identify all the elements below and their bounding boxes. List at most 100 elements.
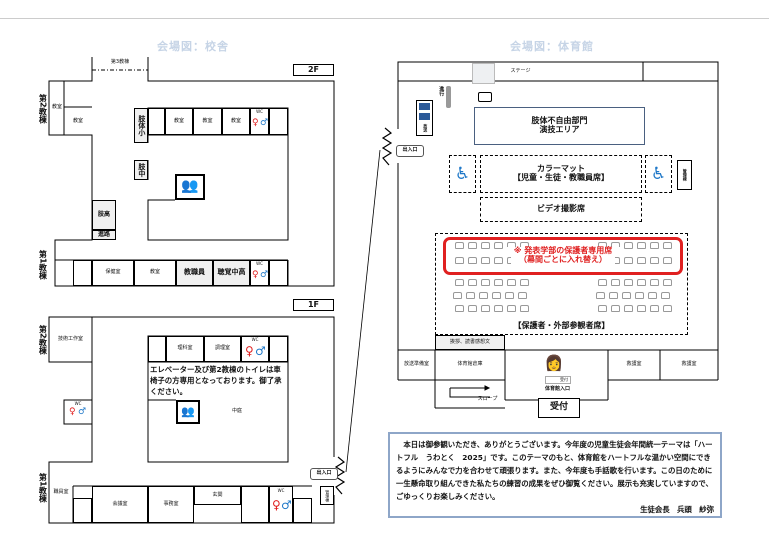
chair-icon bbox=[481, 257, 490, 264]
room-blank bbox=[241, 486, 269, 523]
message-body: 本日は御参観いただき、ありがとうございます。今年度の児童生徒会年間統一テーマは「… bbox=[396, 440, 713, 501]
chair-icon bbox=[520, 279, 529, 286]
chair-icon bbox=[468, 242, 477, 249]
room-classroom: 教室 bbox=[51, 104, 62, 111]
restroom: WC ♀♂ bbox=[269, 486, 293, 523]
laptop-icon bbox=[419, 103, 430, 110]
room-shitai-sho: 肢体小 bbox=[134, 108, 148, 143]
elevator-notice: エレベーター及び第2教棟のトイレは車椅子の方専用となっております。御了承ください… bbox=[150, 365, 282, 396]
chair-icon bbox=[494, 279, 503, 286]
chair-icon bbox=[518, 292, 527, 299]
stairs-icon bbox=[269, 336, 288, 362]
room-housou-junbi: 放送準備室 bbox=[403, 361, 429, 368]
chair-icon bbox=[637, 257, 646, 264]
stairs-icon bbox=[73, 498, 92, 523]
restroom: WC ♀♂ bbox=[250, 108, 269, 135]
room-classroom: 教室 bbox=[134, 260, 176, 286]
chair-icon bbox=[635, 292, 644, 299]
reserved-seating: ※ 発表学部の保護者専用席 （幕間ごとに入れ替え） bbox=[443, 237, 683, 275]
wc-label: WC bbox=[277, 487, 285, 493]
color-mat-line2: 【児童・生徒・教職員席】 bbox=[513, 173, 609, 182]
stairs-icon bbox=[148, 108, 165, 135]
entrance-arrow-1f: 出入口 bbox=[310, 468, 338, 480]
chair-icon bbox=[650, 257, 659, 264]
left-title: 会場図：校舎 bbox=[157, 40, 229, 53]
room-kyugo: 救護室 bbox=[681, 361, 697, 368]
wc-label: WC bbox=[251, 336, 259, 342]
chair-icon bbox=[650, 279, 659, 286]
chair-icon bbox=[598, 279, 607, 286]
chair-icon bbox=[494, 257, 503, 264]
message-box: 本日は御参観いただき、ありがとうございます。今年度の児童生徒会年間統一テーマは「… bbox=[388, 432, 722, 518]
walls-2f bbox=[48, 57, 335, 287]
room-shinro: 進路 bbox=[92, 230, 116, 240]
chair-icon bbox=[622, 292, 631, 299]
room-shokuin: 職員室 bbox=[53, 488, 69, 495]
room-kanri: 管理棟 bbox=[320, 486, 334, 505]
room-staff: 教職員 bbox=[176, 260, 213, 286]
room-jimu: 事務室 bbox=[148, 486, 194, 523]
chair-icon bbox=[453, 292, 462, 299]
color-mat-line1: カラーマット bbox=[537, 164, 585, 174]
chair-icon bbox=[455, 257, 464, 264]
wing1-label-1f: 第1教棟 bbox=[38, 472, 48, 503]
male-icon: ♂ bbox=[260, 270, 269, 280]
chair-icon bbox=[609, 292, 618, 299]
chair-icon bbox=[468, 279, 477, 286]
chair-icon bbox=[481, 279, 490, 286]
chair-icon bbox=[455, 279, 464, 286]
male-icon: ♂ bbox=[78, 407, 87, 417]
performance-area-line1: 肢体不自由部門 bbox=[531, 116, 588, 126]
male-icon: ♂ bbox=[260, 118, 269, 128]
wing2-label-1f: 第2教棟 bbox=[38, 325, 48, 355]
right-title: 会場図：体育館 bbox=[510, 40, 594, 53]
chair-icon bbox=[507, 305, 516, 312]
chair-icon bbox=[650, 305, 659, 312]
connector-line bbox=[345, 149, 381, 473]
male-icon: ♂ bbox=[281, 498, 292, 512]
room-shi-chu: 肢中 bbox=[134, 160, 148, 180]
elevator-icon: 👥 bbox=[176, 400, 200, 424]
female-icon: ♀ bbox=[252, 118, 259, 128]
chair-icon bbox=[663, 279, 672, 286]
chair-icon bbox=[648, 292, 657, 299]
video-area: ビデオ撮影席 bbox=[480, 197, 642, 222]
chair-icon bbox=[481, 305, 490, 312]
wc-label: WC bbox=[256, 260, 263, 266]
wc-label: WC bbox=[74, 400, 82, 406]
broadcast-desk: 放送 bbox=[416, 100, 433, 136]
slope-label: スロープ bbox=[477, 396, 498, 403]
male-icon: ♂ bbox=[255, 344, 266, 358]
chair-icon bbox=[507, 279, 516, 286]
restroom: WC ♀♂ bbox=[250, 260, 269, 286]
projector-icon bbox=[478, 92, 492, 102]
guest-seating-area bbox=[435, 233, 688, 335]
restroom: WC ♀♂ bbox=[64, 400, 92, 424]
female-icon: ♀ bbox=[245, 344, 254, 358]
restroom: WC ♀♂ bbox=[241, 336, 269, 362]
female-icon: ♀ bbox=[252, 270, 259, 280]
performance-area: 肢体不自由部門 演技エリア bbox=[474, 107, 645, 145]
chair-icon bbox=[481, 242, 490, 249]
wheelchair-icon: ♿ bbox=[449, 155, 476, 193]
chair-icon bbox=[520, 305, 529, 312]
walls-gym bbox=[397, 61, 719, 409]
courtyard-label: 中庭 bbox=[231, 408, 242, 415]
receptionist-icon: 👩 bbox=[544, 353, 564, 372]
guest-seating-label: 【保護者・外部参観者席】 bbox=[513, 320, 610, 330]
performance-area-line2: 演技エリア bbox=[539, 125, 580, 134]
color-mat-area: カラーマット 【児童・生徒・教職員席】 bbox=[480, 155, 642, 193]
chair-icon bbox=[598, 305, 607, 312]
chair-icon bbox=[494, 242, 503, 249]
reserved-line1: ※ 発表学部の保護者専用席 bbox=[505, 246, 621, 256]
annex3-label: 第3教棟 bbox=[110, 59, 130, 66]
chair-icon bbox=[468, 257, 477, 264]
stairs-icon bbox=[269, 108, 288, 135]
message-signature: 生徒会長 兵頭 紗弥 bbox=[640, 505, 714, 514]
room-hoken: 保健室 bbox=[92, 260, 134, 286]
wheelchair-icon: ♿ bbox=[645, 155, 672, 193]
room-genkan: 玄関 bbox=[194, 486, 241, 505]
page-top-border bbox=[0, 18, 769, 19]
entrance-arrow-gym: 出入口 bbox=[396, 145, 424, 157]
stairs-icon bbox=[269, 260, 288, 286]
